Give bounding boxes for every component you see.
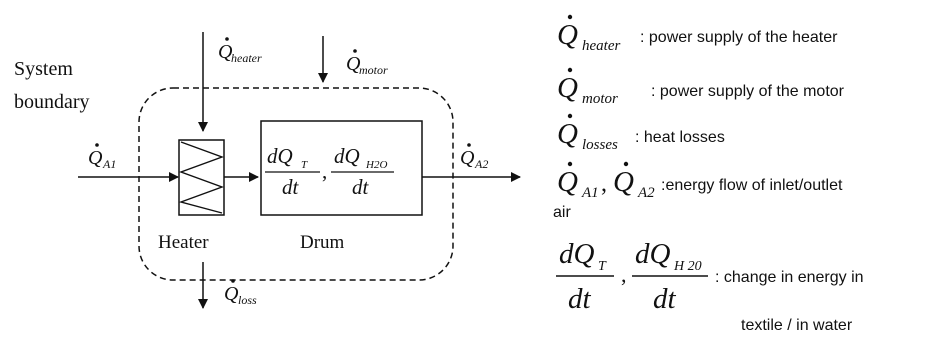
- legend-item-air: Q A1 , Q A2 :energy flow of inlet/outlet…: [553, 161, 843, 221]
- legend-a1-symbol: Q: [557, 166, 578, 198]
- process-diagram: System boundary Q heater Q motor Q A1 dQ…: [14, 32, 521, 309]
- drum-comma: ,: [322, 159, 327, 183]
- legend-dqh20-denominator: dt: [653, 283, 677, 315]
- q-heater-subscript: heater: [231, 51, 262, 65]
- q-motor-subscript: motor: [359, 63, 388, 77]
- boundary-label-line1: System: [14, 58, 73, 80]
- legend-losses-dot: [567, 113, 573, 119]
- legend-losses-symbol: Q: [557, 118, 578, 150]
- legend-item-motor: Q motor : power supply of the motor: [557, 67, 845, 107]
- legend-a2-dot: [623, 161, 629, 167]
- drum-label: Drum: [300, 232, 345, 253]
- legend-dqh20-subscript: H 20: [673, 259, 702, 274]
- legend-item-losses: Q losses : heat losses: [557, 113, 725, 153]
- drum-numerator-1-sub: T: [301, 159, 308, 171]
- legend-change-text-line2: textile / in water: [741, 317, 853, 334]
- q-a2-subscript: A2: [474, 157, 488, 171]
- q-motor-dot: [353, 49, 357, 53]
- drum-numerator-2: dQ: [334, 144, 360, 168]
- legend-item-energy-change: dQ T dt , dQ H 20 dt : change in energy …: [556, 238, 864, 334]
- legend-air-text-line2: air: [553, 204, 571, 221]
- drum-numerator-2-sub: H2O: [365, 159, 387, 171]
- legend-motor-dot: [567, 67, 573, 73]
- legend-a2-subscript: A2: [637, 185, 655, 201]
- legend-dqh20-numerator: dQ: [635, 238, 671, 270]
- legend-losses-subscript: losses: [582, 137, 618, 153]
- q-a2-dot: [467, 143, 471, 147]
- legend-motor-text: : power supply of the motor: [651, 83, 845, 100]
- legend-heater-symbol: Q: [557, 19, 578, 51]
- legend-heater-text: : power supply of the heater: [640, 29, 838, 46]
- q-motor-symbol: Q: [346, 53, 361, 75]
- legend-air-text-line1: :energy flow of inlet/outlet: [661, 177, 843, 194]
- q-loss-dot: [231, 279, 235, 283]
- boundary-label-line2: boundary: [14, 91, 90, 113]
- legend-item-heater: Q heater : power supply of the heater: [557, 14, 838, 54]
- legend-heater-dot: [567, 14, 573, 20]
- legend-motor-symbol: Q: [557, 72, 578, 104]
- q-heater-dot: [225, 37, 229, 41]
- q-loss-subscript: loss: [238, 293, 257, 307]
- drum-denominator-1: dt: [282, 175, 300, 199]
- drum-numerator-1: dQ: [267, 144, 293, 168]
- drum-denominator-2: dt: [352, 175, 370, 199]
- legend-motor-subscript: motor: [582, 91, 618, 107]
- legend-dqt-subscript: T: [598, 259, 607, 274]
- legend-energy-comma: ,: [621, 262, 627, 287]
- legend-air-comma: ,: [601, 171, 607, 197]
- heater-label: Heater: [158, 232, 209, 253]
- q-a2-symbol: Q: [460, 147, 475, 169]
- drum-box: [260, 120, 423, 216]
- legend-heater-subscript: heater: [582, 38, 620, 54]
- q-heater-symbol: Q: [218, 41, 233, 63]
- legend-dqt-numerator: dQ: [559, 238, 595, 270]
- symbol-legend: Q heater : power supply of the heater Q …: [553, 14, 864, 334]
- heater-zigzag: [178, 141, 225, 214]
- legend-dqt-denominator: dt: [568, 283, 592, 315]
- legend-losses-text: : heat losses: [635, 129, 725, 146]
- q-a1-symbol: Q: [88, 147, 103, 169]
- q-a1-dot: [95, 143, 99, 147]
- q-a1-subscript: A1: [102, 157, 116, 171]
- q-loss-symbol: Q: [224, 283, 239, 305]
- legend-change-text-line1: : change in energy in: [715, 269, 864, 286]
- legend-a2-symbol: Q: [613, 166, 634, 198]
- legend-a1-subscript: A1: [581, 185, 599, 201]
- system-boundary: [138, 87, 454, 281]
- legend-a1-dot: [567, 161, 573, 167]
